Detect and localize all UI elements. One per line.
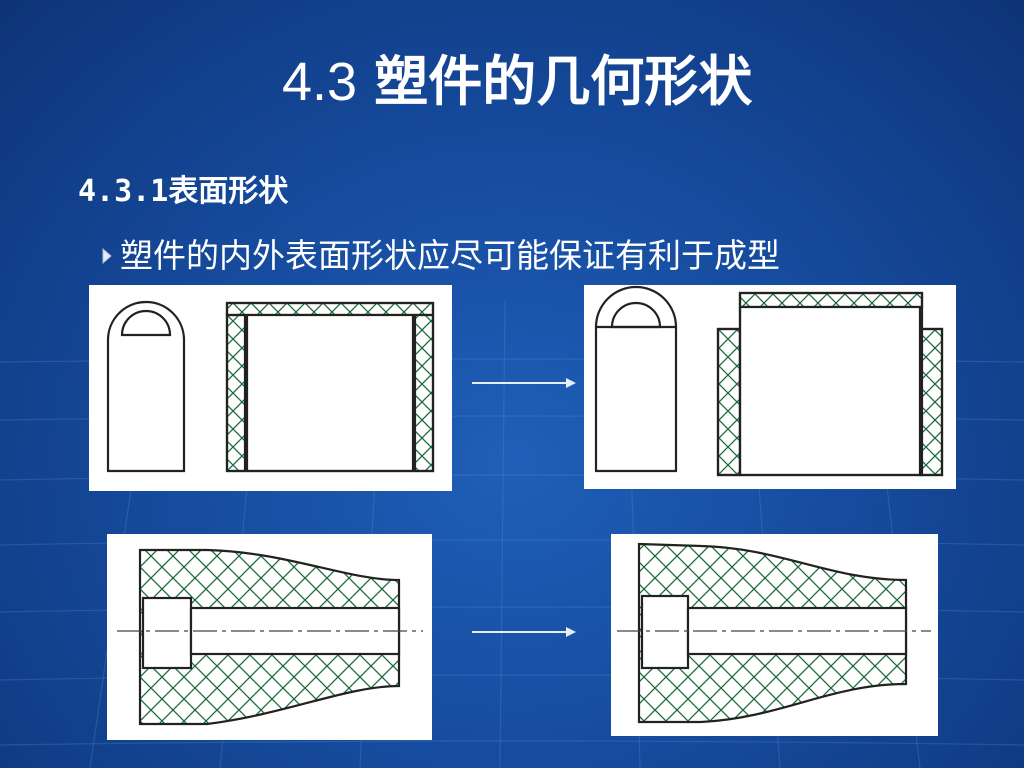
triangle-bullet-icon — [102, 247, 112, 265]
arrow-right-icon — [472, 378, 576, 388]
figure-bottom-right — [611, 534, 938, 736]
title-text: 塑件的几何形状 — [374, 50, 753, 113]
bullet-item: 塑件的内外表面形状应尽可能保证有利于成型 — [100, 232, 780, 280]
figure-top-right — [584, 285, 956, 489]
section-number: 4.3.1 — [78, 174, 169, 209]
figure-top-left — [89, 285, 452, 491]
section-heading: 4.3.1表面形状 — [78, 170, 288, 214]
slide-title: 4.3 塑件的几何形状 — [282, 46, 752, 118]
figure-bottom-left — [107, 534, 432, 740]
arrow-right-icon — [472, 627, 576, 637]
bullet-text: 塑件的内外表面形状应尽可能保证有利于成型 — [120, 236, 780, 275]
section-text: 表面形状 — [168, 174, 289, 209]
title-number: 4.3 — [282, 52, 358, 112]
